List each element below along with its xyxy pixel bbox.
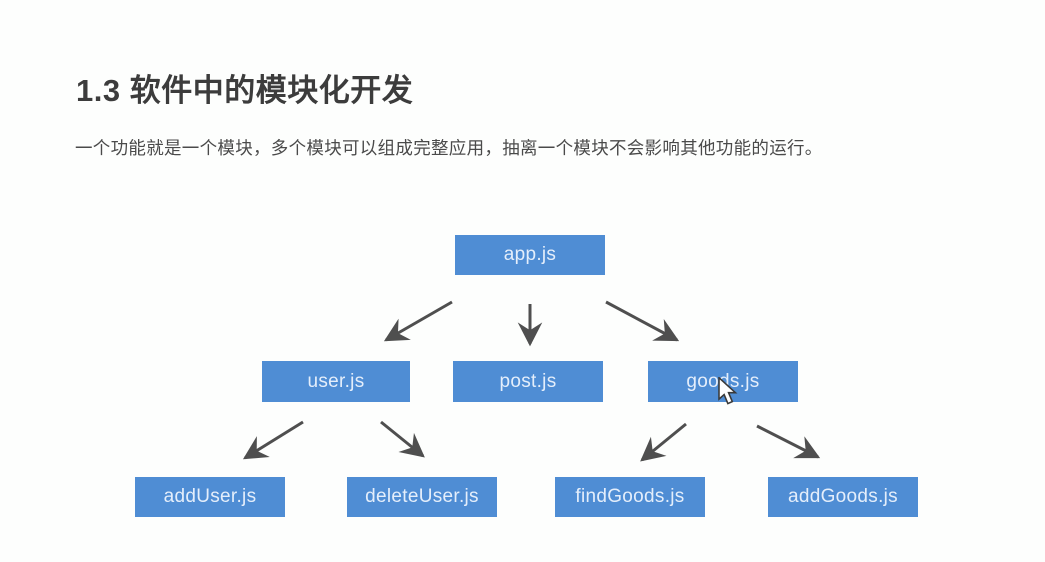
module-node-deleteUser: deleteUser.js — [347, 477, 497, 517]
edge-goods-findGoods — [640, 422, 687, 462]
module-node-addUser: addUser.js — [135, 477, 285, 517]
edge-user-deleteUser — [380, 420, 425, 458]
edge-user-addUser — [242, 420, 304, 460]
module-node-addGoods: addGoods.js — [768, 477, 918, 517]
module-node-app: app.js — [455, 235, 605, 275]
module-node-findGoods: findGoods.js — [555, 477, 705, 517]
section-heading: 1.3 软件中的模块化开发 — [76, 72, 414, 108]
edge-app-goods — [605, 300, 680, 342]
module-node-goods: goods.js — [648, 361, 798, 402]
module-node-post: post.js — [453, 361, 603, 402]
module-node-user: user.js — [262, 361, 410, 402]
edge-app-user — [383, 300, 453, 342]
edge-goods-addGoods — [756, 424, 821, 459]
section-description: 一个功能就是一个模块，多个模块可以组成完整应用，抽离一个模块不会影响其他功能的运… — [75, 137, 823, 158]
